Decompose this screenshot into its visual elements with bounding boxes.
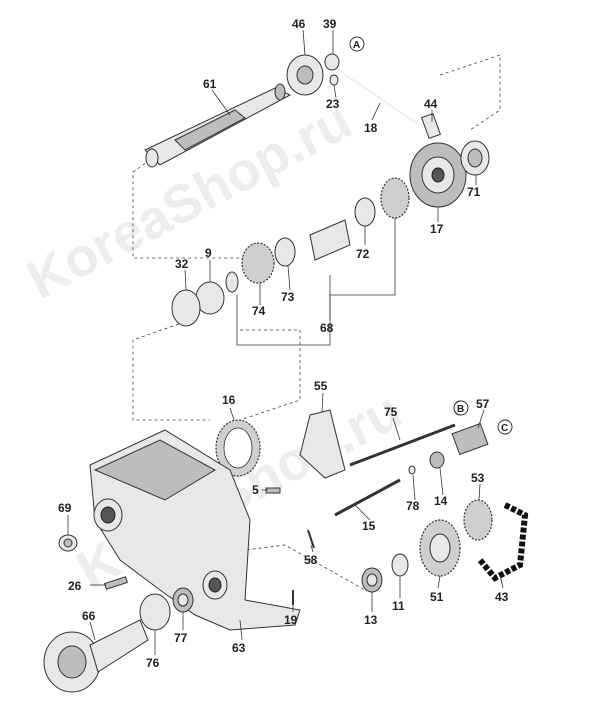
callout-labels: 46 39 A 61 23 18 44 71 17 32 9 74 73 68 … bbox=[58, 17, 509, 670]
callout-78: 78 bbox=[406, 499, 420, 513]
drive-sprocket bbox=[215, 419, 261, 477]
callout-18: 18 bbox=[364, 121, 378, 135]
callout-63: 63 bbox=[232, 641, 246, 655]
shift-rail bbox=[334, 478, 401, 517]
callout-43: 43 bbox=[495, 590, 509, 604]
callout-69: 69 bbox=[58, 501, 72, 515]
callout-A: A bbox=[353, 40, 360, 51]
output-flange bbox=[43, 587, 194, 693]
callout-61: 61 bbox=[203, 77, 217, 91]
callout-15: 15 bbox=[362, 519, 376, 533]
callout-B: B bbox=[457, 404, 464, 415]
main-shaft bbox=[144, 83, 292, 168]
callout-66: 66 bbox=[82, 609, 96, 623]
callout-77: 77 bbox=[174, 631, 188, 645]
callout-58: 58 bbox=[304, 553, 318, 567]
planetary-carrier bbox=[409, 140, 490, 208]
callout-73: 73 bbox=[281, 290, 295, 304]
callout-71: 71 bbox=[467, 185, 481, 199]
breather-hose bbox=[344, 74, 442, 140]
callout-26: 26 bbox=[68, 579, 82, 593]
small-parts bbox=[58, 487, 315, 605]
gear-assembly bbox=[171, 177, 410, 327]
circled-letters bbox=[349, 36, 513, 435]
leader-lines bbox=[67, 29, 504, 655]
callout-57: 57 bbox=[476, 397, 490, 411]
callout-74: 74 bbox=[252, 304, 266, 318]
watermark-upper: KoreaShop.ru bbox=[17, 90, 360, 311]
callout-13: 13 bbox=[364, 613, 378, 627]
output-gears bbox=[361, 499, 529, 593]
callout-68: 68 bbox=[320, 321, 334, 335]
callout-75: 75 bbox=[384, 405, 398, 419]
callout-16: 16 bbox=[222, 393, 236, 407]
callout-9: 9 bbox=[205, 246, 212, 260]
callout-51: 51 bbox=[430, 590, 444, 604]
callout-C: C bbox=[501, 423, 508, 434]
callout-72: 72 bbox=[356, 247, 370, 261]
callout-32: 32 bbox=[175, 257, 189, 271]
callout-55: 55 bbox=[314, 379, 328, 393]
input-flange bbox=[286, 53, 340, 96]
callout-5: 5 bbox=[252, 483, 259, 497]
callout-44: 44 bbox=[424, 97, 438, 111]
callout-11: 11 bbox=[392, 599, 405, 613]
callout-46: 46 bbox=[292, 17, 306, 31]
transfer-case-housing bbox=[89, 429, 301, 631]
callout-39: 39 bbox=[323, 17, 337, 31]
callout-17: 17 bbox=[430, 222, 444, 236]
callout-76: 76 bbox=[146, 656, 160, 670]
callout-19: 19 bbox=[284, 613, 298, 627]
callout-23: 23 bbox=[326, 97, 340, 111]
callout-53: 53 bbox=[471, 471, 485, 485]
callout-14: 14 bbox=[434, 494, 448, 508]
